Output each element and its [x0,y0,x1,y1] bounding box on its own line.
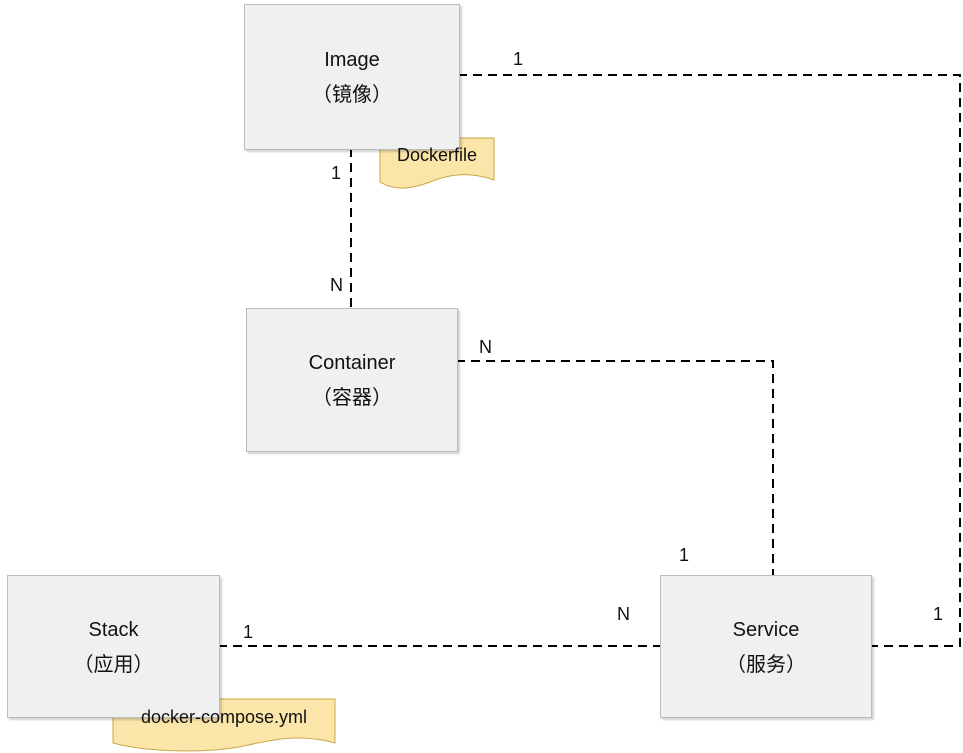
dockerfile-document-shape [379,137,495,189]
stack-entity-box[interactable]: Stack （应用） [7,575,220,718]
compose-label: docker-compose.yml [140,707,308,727]
service-entity-box[interactable]: Service （服务） [660,575,872,718]
mult-service-from-container: 1 [679,545,690,565]
mult-service-from-stack: N [617,604,630,624]
container-title: Container [308,352,396,374]
mult-image-to-service: 1 [513,49,524,69]
container-entity-box[interactable]: Container （容器） [246,308,458,452]
image-subtitle: （镜像） [312,82,392,106]
mult-container-from-image: N [330,275,343,295]
mult-container-to-service: N [479,337,492,357]
connector-container-service [456,360,774,575]
image-title: Image [324,49,380,71]
service-title: Service [732,618,800,641]
container-subtitle: （容器） [312,385,392,409]
mult-image-to-container: 1 [331,163,342,183]
mult-service-from-image: 1 [933,604,944,624]
dockerfile-label: Dockerfile [396,145,478,165]
stack-title: Stack [88,618,139,641]
image-entity-box[interactable]: Image （镜像） [244,4,460,150]
service-subtitle: （服务） [726,651,806,676]
mult-stack-to-service: 1 [243,622,254,642]
connector-image-service [458,74,961,647]
stack-subtitle: （应用） [73,651,154,676]
